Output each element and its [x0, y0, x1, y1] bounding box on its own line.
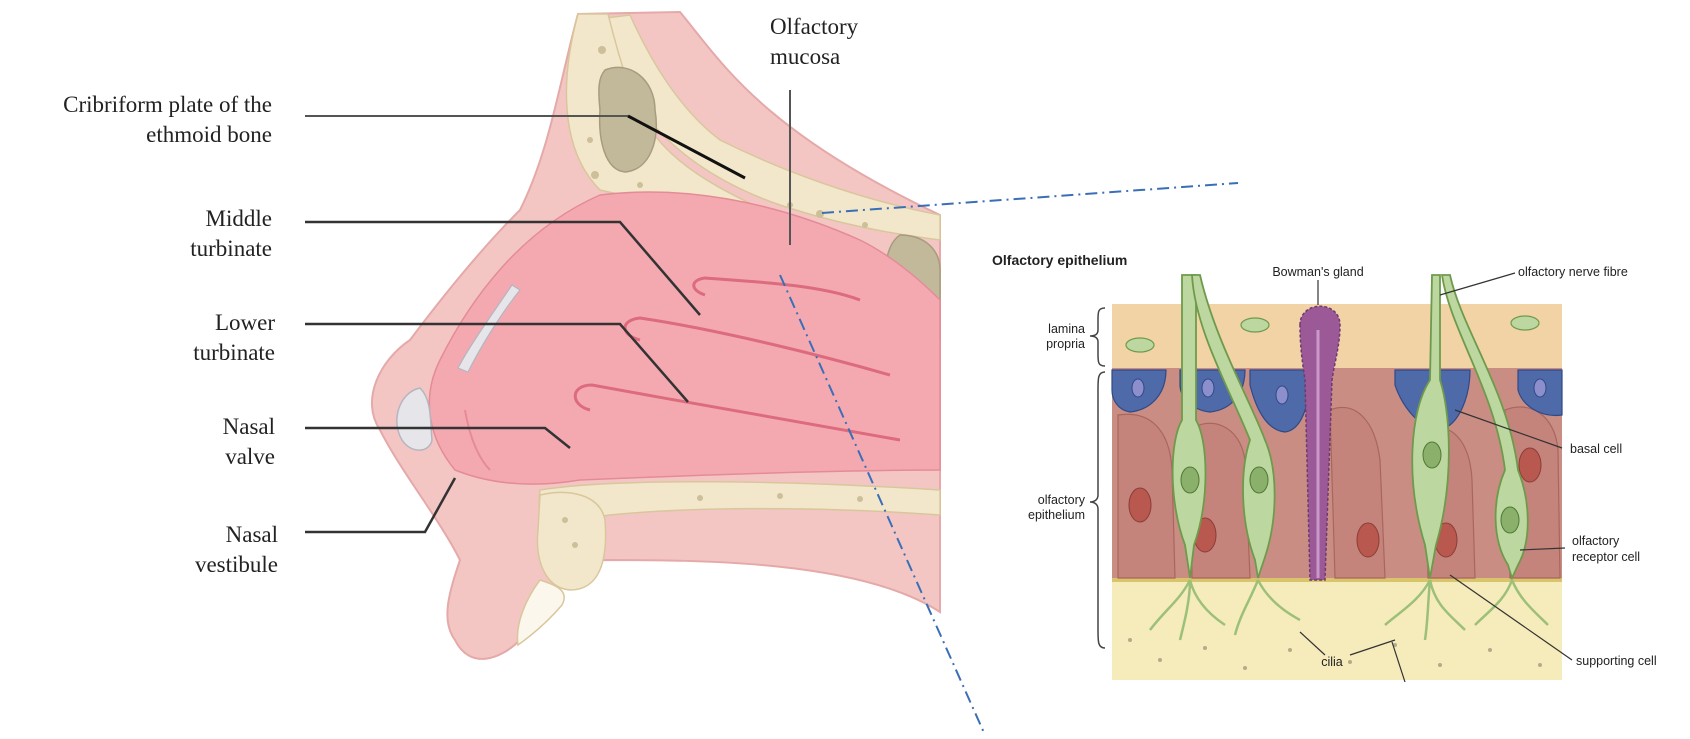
epithelium-inset: Olfactory epithelium: [985, 245, 1690, 685]
frontal-sinus: [599, 67, 656, 172]
middle-turbinate-label-line2: turbinate: [190, 236, 272, 261]
nasal-valve-label-line1: Nasal: [223, 414, 275, 439]
lower-turbinate-label-line1: Lower: [215, 310, 275, 335]
bowmans-gland-label: Bowman's gland: [1272, 265, 1363, 279]
maxilla-bone: [537, 492, 605, 590]
cribriform-label-line2: ethmoid bone: [146, 122, 272, 147]
lower-turbinate-label-line2: turbinate: [193, 340, 275, 365]
receptor-cell-label-line2: receptor cell: [1572, 550, 1640, 564]
lamina-propria-label-line2: propria: [1046, 337, 1085, 351]
receptor-cell-label-line1: olfactory: [1572, 534, 1620, 548]
nasal-vestibule-label-line1: Nasal: [226, 522, 278, 547]
middle-turbinate-label-line1: Middle: [206, 206, 272, 231]
cribriform-label-line1: Cribriform plate of the: [63, 92, 272, 117]
basal-cell-label: basal cell: [1570, 442, 1622, 456]
supporting-cell-label: supporting cell: [1576, 654, 1657, 668]
nerve-fibre-label: olfactory nerve fibre: [1518, 265, 1628, 279]
olfactory-mucosa-label-line2: mucosa: [770, 44, 840, 69]
cilia-label: cilia: [1321, 655, 1343, 669]
olfactory-epithelium-label-line2: epithelium: [1028, 508, 1085, 522]
nasal-valve-label-line2: valve: [225, 444, 275, 469]
inset-title: Olfactory epithelium: [992, 252, 1127, 268]
lamina-propria-label-line1: lamina: [1048, 322, 1085, 336]
olfactory-epithelium-label-line1: olfactory: [1038, 493, 1086, 507]
nasal-vestibule-label-line2: vestibule: [195, 552, 278, 577]
nose-cross-section: [372, 12, 940, 659]
olfactory-mucosa-label-line1: Olfactory: [770, 14, 859, 39]
